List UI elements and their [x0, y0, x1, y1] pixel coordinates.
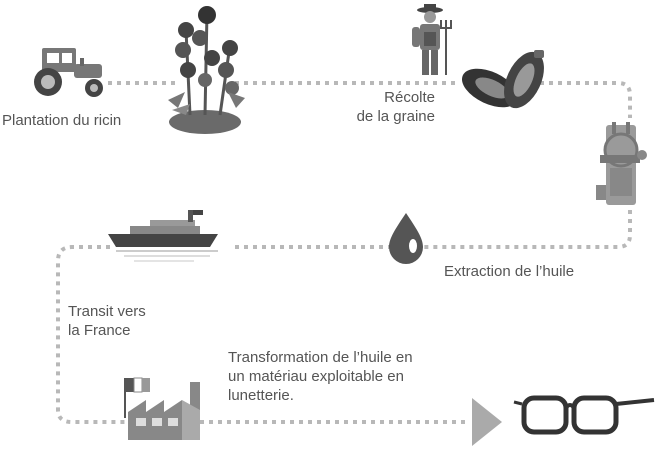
label-transit-line-2: la France: [68, 322, 131, 339]
label-transit-line-1: Transit vers: [68, 303, 146, 320]
oil-drop-icon: [389, 213, 423, 264]
castor-seeds-icon: [461, 50, 544, 109]
label-transformation-line-2: un matériau exploitable en: [228, 368, 404, 385]
tractor-icon: [34, 48, 103, 97]
label-recolte-line-1: Récolte: [384, 89, 435, 106]
label-transit: Transit vers la France: [68, 302, 146, 340]
ship-icon: [108, 210, 218, 262]
castor-plant-icon: [168, 6, 245, 134]
farmer-icon: [412, 4, 452, 75]
label-recolte-line-2: de la graine: [356, 108, 435, 125]
label-extraction: Extraction de l’huile: [444, 262, 574, 281]
label-plantation-line-1: Plantation du ricin: [2, 112, 122, 129]
factory-icon: [124, 377, 200, 440]
label-recolte: Récolte de la graine: [330, 88, 435, 126]
label-transformation: Transformation de l’huile en un matériau…: [228, 348, 413, 405]
label-transformation-line-3: lunetterie.: [228, 387, 294, 404]
glasses-icon: [513, 395, 655, 435]
arrow-icon: [472, 398, 502, 446]
oil-press-icon: [596, 122, 647, 205]
label-plantation: Plantation du ricin: [2, 111, 121, 130]
label-extraction-line-1: Extraction de l’huile: [444, 263, 575, 280]
label-transformation-line-1: Transformation de l’huile en: [228, 349, 413, 366]
